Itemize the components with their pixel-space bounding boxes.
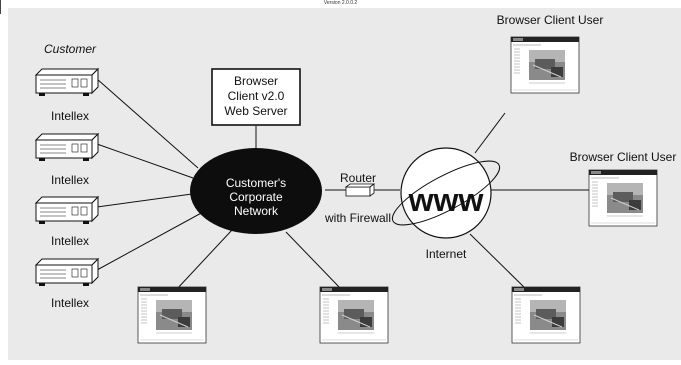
corporate-network-ellipse [190, 148, 322, 234]
customer-label: Customer [44, 42, 97, 56]
connection-line [285, 231, 343, 291]
intellex-unit [35, 196, 99, 225]
browser-client-window [510, 36, 580, 94]
intellex-label: Intellex [51, 109, 89, 123]
connection-line [96, 78, 199, 169]
connection-line [474, 112, 506, 154]
web-server-box [211, 68, 301, 126]
intellex-unit [35, 133, 99, 162]
router-label: Router [340, 171, 376, 185]
browser-client-window [319, 286, 389, 344]
intellex-label: Intellex [51, 296, 89, 310]
network-label-line-1: Customer's [226, 176, 286, 190]
intellex-unit [35, 68, 99, 97]
connection-line [469, 233, 531, 294]
connection-line [96, 143, 194, 179]
version-text: Version 2.0.0.2 [323, 0, 358, 6]
header-strip [0, 0, 681, 8]
browser-client-window [588, 169, 658, 227]
header-rule [0, 0, 1, 14]
connection-line [96, 210, 206, 271]
connection-line [175, 229, 233, 291]
intellex-label: Intellex [51, 173, 89, 187]
network-label-line-3: Network [234, 204, 279, 218]
client-user-label: Browser Client User [497, 13, 604, 27]
web-server-label-line-1: Browser [234, 74, 278, 88]
web-server-label-line-3: Web Server [224, 104, 287, 118]
internet-label: Internet [426, 247, 467, 261]
connection-line [96, 193, 193, 208]
bottom-strip [0, 360, 681, 365]
browser-client-window [511, 286, 581, 344]
web-server-label-line-2: Client v2.0 [228, 89, 285, 103]
intellex-label: Intellex [51, 234, 89, 248]
client-user-label: Browser Client User [570, 150, 677, 164]
intellex-unit [35, 258, 99, 287]
internet-globe-icon [391, 147, 501, 239]
network-label-line-2: Corporate [229, 190, 283, 204]
www-label: www [408, 182, 484, 218]
firewall-label: with Firewall [324, 211, 391, 225]
browser-client-window [137, 286, 207, 344]
router-icon [344, 183, 376, 197]
